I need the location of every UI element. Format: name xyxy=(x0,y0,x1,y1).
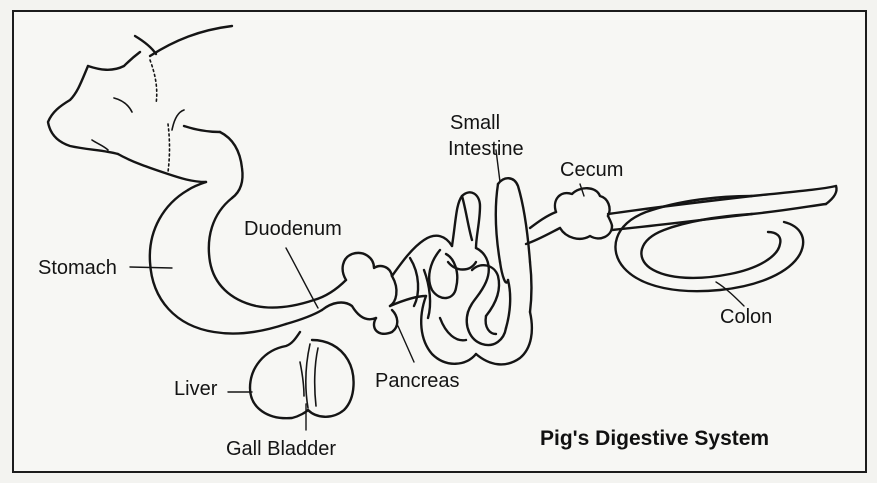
label-small-intestine-line1: Small xyxy=(450,113,500,133)
liver-shape xyxy=(250,332,354,418)
colon-shape xyxy=(608,186,837,291)
colon-leader-line xyxy=(716,282,744,306)
stomach-leader-line xyxy=(130,267,172,268)
label-stomach: Stomach xyxy=(38,258,117,278)
label-liver: Liver xyxy=(174,379,217,399)
small-intestine-shape xyxy=(390,178,560,364)
duodenum-shape xyxy=(286,253,397,334)
pancreas-leader-line xyxy=(398,326,414,362)
label-duodenum: Duodenum xyxy=(244,219,342,239)
label-small-intestine-line2: Intestine xyxy=(448,139,524,159)
label-colon: Colon xyxy=(720,307,772,327)
label-pancreas: Pancreas xyxy=(375,371,460,391)
label-gall-bladder: Gall Bladder xyxy=(226,439,336,459)
label-cecum: Cecum xyxy=(560,160,623,180)
duodenum-leader-line xyxy=(286,248,318,308)
diagram-caption: Pig's Digestive System xyxy=(540,428,769,449)
pig-head xyxy=(48,26,232,182)
